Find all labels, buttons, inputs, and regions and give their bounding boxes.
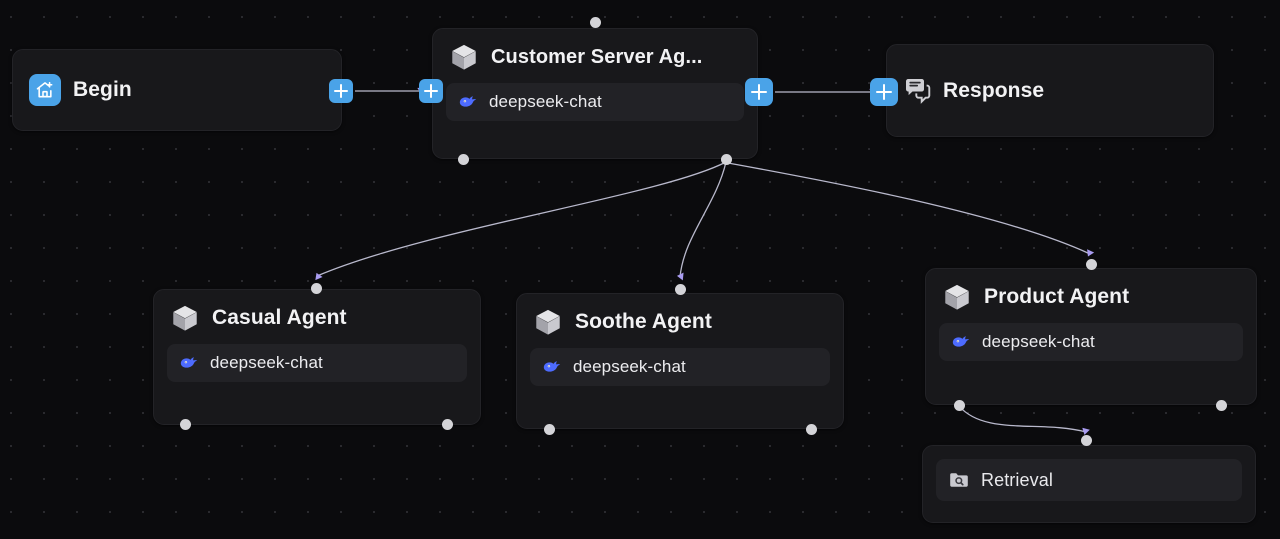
deepseek-whale-icon <box>458 92 478 112</box>
node-header-response: Response <box>887 45 1213 136</box>
node-title-customer-server-agent: Customer Server Ag... <box>491 45 703 68</box>
node-header-casual-agent: Casual Agent <box>154 290 480 333</box>
model-chip-soothe-agent[interactable]: deepseek-chat <box>530 348 830 386</box>
node-response[interactable]: Response <box>886 44 1214 137</box>
node-title-begin: Begin <box>73 78 132 101</box>
deepseek-whale-icon <box>179 353 199 373</box>
model-chip-product-agent[interactable]: deepseek-chat <box>939 323 1243 361</box>
model-name-label: deepseek-chat <box>982 332 1095 351</box>
cube-icon <box>170 303 200 333</box>
node-header-customer-server-agent: Customer Server Ag... <box>433 29 757 72</box>
begin-output-plus[interactable] <box>329 79 353 103</box>
casual-bottom-left-handle[interactable] <box>180 419 191 430</box>
cube-icon <box>942 282 972 312</box>
node-soothe-agent[interactable]: Soothe Agent deepseek-chat <box>516 293 844 429</box>
casual-bottom-right-handle[interactable] <box>442 419 453 430</box>
node-title-response: Response <box>943 78 1045 102</box>
edge-customer-to-soothe <box>676 161 727 281</box>
model-name-label: deepseek-chat <box>489 92 602 111</box>
customer-input-plus[interactable] <box>419 79 443 103</box>
edge-customer-to-product <box>727 162 1095 257</box>
model-chip-customer-server-agent[interactable]: deepseek-chat <box>446 83 744 121</box>
product-bottom-right-handle[interactable] <box>1216 400 1227 411</box>
node-header-soothe-agent: Soothe Agent <box>517 294 843 337</box>
edge-customer-to-casual <box>315 161 727 281</box>
node-header-begin: Begin <box>13 50 341 130</box>
product-bottom-left-handle[interactable] <box>954 400 965 411</box>
deepseek-whale-icon <box>542 357 562 377</box>
node-product-agent[interactable]: Product Agent deepseek-chat <box>925 268 1257 405</box>
customer-bottom-right-handle[interactable] <box>721 154 732 165</box>
casual-top-handle[interactable] <box>311 283 322 294</box>
product-top-handle[interactable] <box>1086 259 1097 270</box>
home-plus-icon <box>29 74 61 106</box>
chat-bubble-icon <box>903 77 931 105</box>
soothe-bottom-right-handle[interactable] <box>806 424 817 435</box>
model-name-label: deepseek-chat <box>573 357 686 376</box>
node-casual-agent[interactable]: Casual Agent deepseek-chat <box>153 289 481 425</box>
node-title-product-agent: Product Agent <box>984 285 1130 308</box>
retrieval-chip[interactable]: Retrieval <box>936 459 1242 501</box>
cube-icon <box>533 307 563 337</box>
soothe-top-handle[interactable] <box>675 284 686 295</box>
deepseek-whale-icon <box>951 332 971 352</box>
customer-bottom-left-handle[interactable] <box>458 154 469 165</box>
customer-top-handle[interactable] <box>590 17 601 28</box>
model-name-label: deepseek-chat <box>210 353 323 372</box>
node-title-casual-agent: Casual Agent <box>212 306 347 329</box>
edge-product-to-retrieval <box>958 405 1090 435</box>
customer-output-plus[interactable] <box>745 78 773 106</box>
node-retrieval[interactable]: Retrieval <box>922 445 1256 523</box>
response-input-plus[interactable] <box>870 78 898 106</box>
node-title-soothe-agent: Soothe Agent <box>575 310 712 333</box>
folder-search-icon <box>948 469 970 491</box>
node-title-retrieval: Retrieval <box>981 469 1053 490</box>
soothe-bottom-left-handle[interactable] <box>544 424 555 435</box>
retrieval-top-handle[interactable] <box>1081 435 1092 446</box>
cube-icon <box>449 42 479 72</box>
model-chip-casual-agent[interactable]: deepseek-chat <box>167 344 467 382</box>
node-begin[interactable]: Begin <box>12 49 342 131</box>
node-header-product-agent: Product Agent <box>926 269 1256 312</box>
node-customer-server-agent[interactable]: Customer Server Ag... deepseek-chat <box>432 28 758 159</box>
